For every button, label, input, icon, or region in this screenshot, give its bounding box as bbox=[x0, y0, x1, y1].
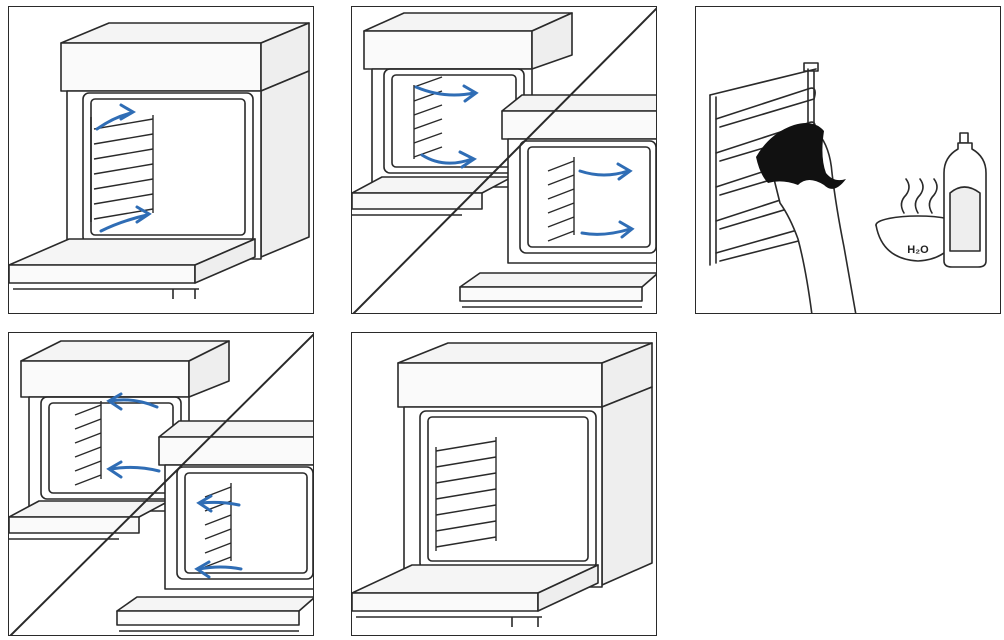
step-5-rails-fitted-panel bbox=[351, 332, 657, 636]
side-rail bbox=[435, 437, 497, 551]
detergent-bottle-icon bbox=[943, 132, 987, 268]
cloth-icon bbox=[756, 123, 846, 189]
arrow-icon bbox=[414, 84, 635, 239]
oven-open-illustration bbox=[9, 22, 310, 299]
oven-open-illustration bbox=[352, 342, 653, 627]
step-4-refit-rails-panel bbox=[8, 332, 314, 636]
step-3-clean-rails-panel: H₂O bbox=[695, 6, 1001, 314]
oven-split-view-illustration bbox=[9, 333, 313, 635]
step-2-remove-rails-panel bbox=[351, 6, 657, 314]
arrow-icon bbox=[95, 103, 152, 233]
arrow-icon bbox=[106, 392, 243, 579]
step-1-unhook-rails-panel bbox=[8, 6, 314, 314]
bowl-icon bbox=[875, 178, 961, 262]
bowl-label: H₂O bbox=[907, 244, 929, 256]
side-rail bbox=[93, 115, 154, 220]
cleaning-illustration: H₂O bbox=[709, 62, 987, 313]
oven-split-view-illustration bbox=[352, 7, 656, 313]
